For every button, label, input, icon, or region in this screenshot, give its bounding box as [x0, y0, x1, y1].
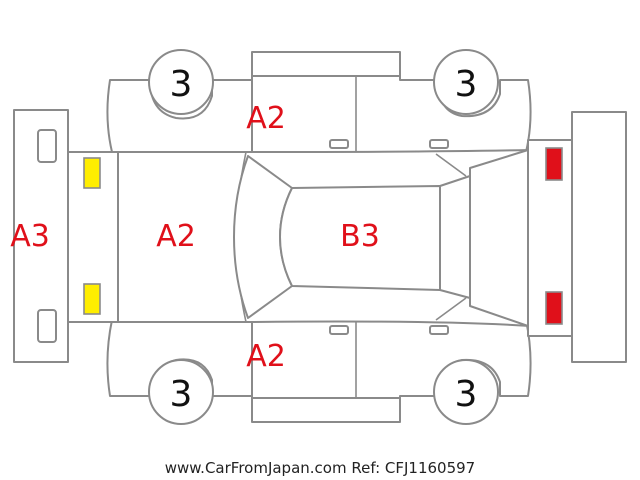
left-headlight [83, 157, 101, 189]
tire-rear-left: 3 [433, 49, 499, 115]
tire-front-left-number: 3 [170, 64, 193, 105]
code-roof: B3 [340, 219, 380, 254]
left-taillight [545, 147, 563, 181]
right-headlight [83, 283, 101, 315]
tire-front-right: 3 [148, 359, 214, 425]
left-side-panel [106, 51, 532, 153]
front-bumper [13, 109, 69, 363]
footer-reference: www.CarFromJapan.com Ref: CFJ1160597 [165, 459, 475, 477]
tire-rear-right: 3 [433, 359, 499, 425]
code-right-front-door: A2 [246, 339, 286, 374]
tire-rear-left-number: 3 [455, 64, 478, 105]
car-body-top [67, 139, 573, 337]
right-side-panel [106, 319, 532, 423]
code-hood: A2 [156, 219, 196, 254]
tire-front-right-number: 3 [170, 374, 193, 415]
right-taillight [545, 291, 563, 325]
tire-front-left: 3 [148, 49, 214, 115]
code-front-bumper: A3 [10, 219, 50, 254]
tire-rear-right-number: 3 [455, 374, 478, 415]
code-left-front-door: A2 [246, 101, 286, 136]
rear-bumper [571, 111, 627, 363]
